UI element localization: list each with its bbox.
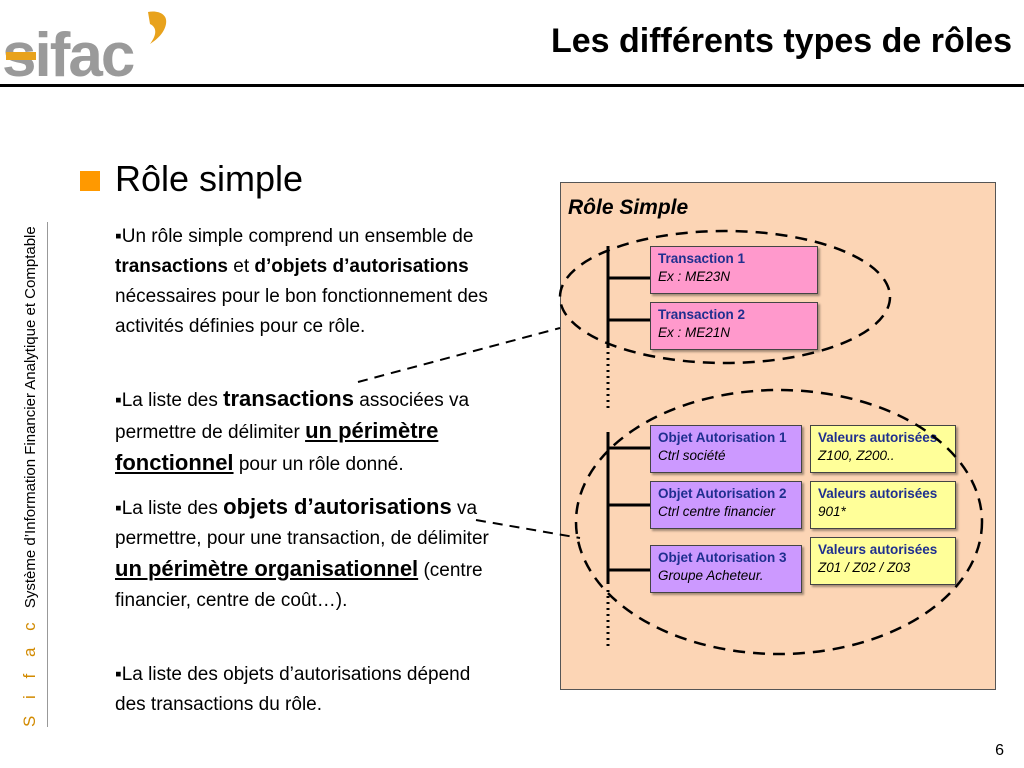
allowed-values-box: Valeurs autorisées Z100, Z200..	[810, 425, 956, 473]
allowed-values-box: Valeurs autorisées Z01 / Z02 / Z03	[810, 537, 956, 585]
authorization-object-box: Objet Autorisation 3 Groupe Acheteur.	[650, 545, 802, 593]
transaction-box: Transaction 1 Ex : ME23N	[650, 246, 818, 294]
title-divider	[0, 84, 1024, 87]
side-brand: S i f a c	[20, 616, 39, 727]
page-title: Les différents types de rôles	[550, 22, 1012, 60]
authorization-object-box: Objet Autorisation 1 Ctrl société	[650, 425, 802, 473]
side-label-text: Système d’Information Financier Analytiq…	[22, 226, 39, 609]
bullet-3: ▪La liste des objets d’autorisations va …	[115, 494, 489, 611]
bullet-square-icon	[80, 171, 100, 191]
bullet-4: ▪La liste des objets d’autorisations dép…	[115, 664, 471, 715]
side-divider	[47, 222, 48, 727]
transaction-box: Transaction 2 Ex : ME21N	[650, 302, 818, 350]
bullet-1: ▪Un rôle simple comprend un ensemble de …	[115, 226, 488, 337]
logo-wordmark: sifac	[2, 21, 134, 82]
logo-swoosh	[148, 11, 167, 44]
allowed-values-box: Valeurs autorisées 901*	[810, 481, 956, 529]
section-heading: Rôle simple	[115, 158, 304, 199]
sifac-logo: sifac	[2, 11, 167, 82]
diagram-title: Rôle Simple	[568, 196, 689, 219]
side-banner: S i f a c Système d’Information Financie…	[12, 222, 48, 727]
page-number: 6	[995, 742, 1004, 759]
logo-accent-bar	[6, 52, 36, 60]
bullet-2: ▪La liste des transactions associées va …	[115, 386, 470, 475]
authorization-object-box: Objet Autorisation 2 Ctrl centre financi…	[650, 481, 802, 529]
